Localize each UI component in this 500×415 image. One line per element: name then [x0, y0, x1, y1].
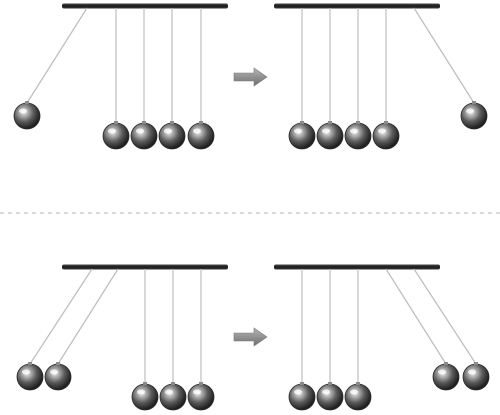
pendulum-ball: [102, 121, 130, 150]
pendulum-ball: [344, 121, 372, 150]
pendulum-ball: [460, 101, 488, 130]
pendulum-ball: [16, 362, 44, 391]
pendulum-ball: [462, 362, 490, 391]
pendulum-string: [29, 268, 93, 365]
pendulum-string: [413, 268, 477, 365]
pendulum-ball: [187, 121, 215, 150]
pendulum-ball: [372, 121, 400, 150]
pendulum-ball: [130, 121, 158, 150]
pendulum-ball: [344, 382, 372, 411]
pendulum-string: [385, 268, 447, 365]
pendulum-ball: [158, 121, 186, 150]
pendulum-ball: [288, 382, 316, 411]
pendulum-ball: [432, 362, 460, 391]
pendulum-ball: [44, 362, 72, 391]
pendulum-string: [57, 268, 119, 365]
cradle-bar: [62, 264, 228, 270]
pendulum-string: [26, 7, 88, 104]
cradle-top-after: [274, 3, 488, 150]
cradle-bar: [274, 264, 440, 270]
pendulum-ball: [13, 101, 41, 130]
pendulum-ball: [187, 382, 215, 411]
arrow-right-icon: [233, 67, 268, 87]
pendulum-ball: [159, 382, 187, 411]
cradle-bottom-before: [16, 264, 228, 411]
pendulum-ball: [316, 382, 344, 411]
cradle-bottom-after: [274, 264, 490, 411]
arrow-right-icon: [233, 327, 268, 347]
pendulum-ball: [288, 121, 316, 150]
pendulum-string: [413, 7, 475, 104]
cradle-bar: [62, 3, 228, 9]
pendulum-ball: [131, 382, 159, 411]
pendulum-ball: [316, 121, 344, 150]
cradle-top-before: [13, 3, 228, 150]
cradle-bar: [274, 3, 440, 9]
